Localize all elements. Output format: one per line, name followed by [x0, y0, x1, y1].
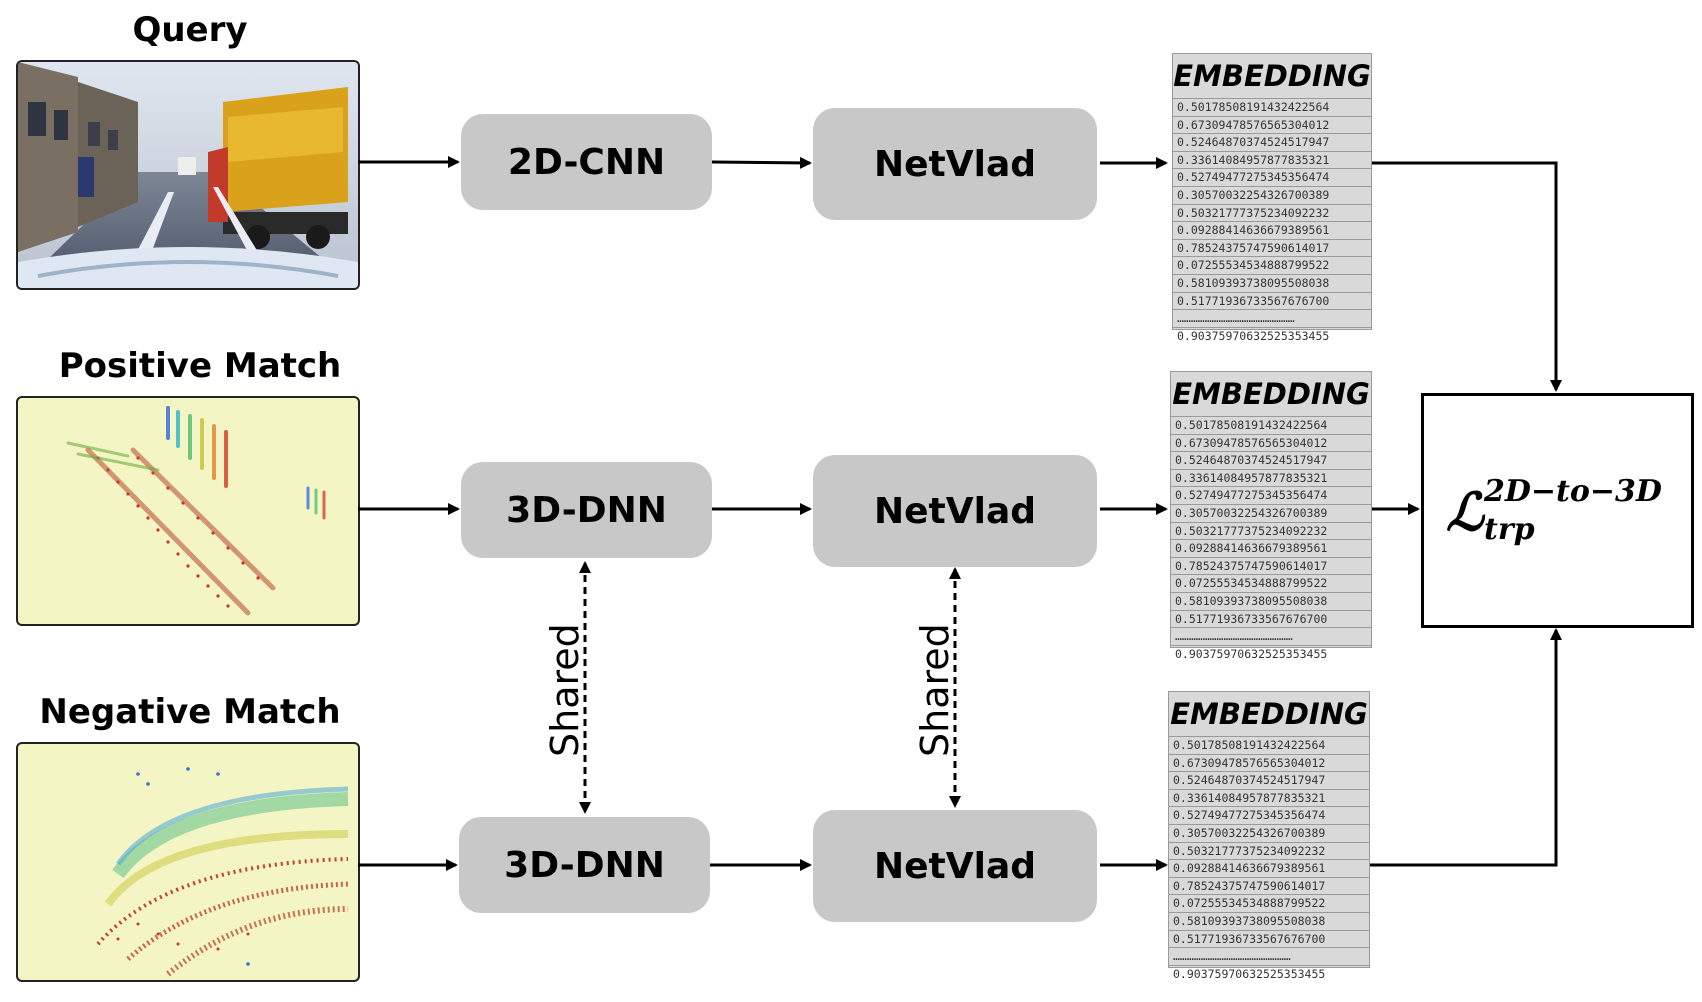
- embedding-value-row: 0.52464870374524517947: [1173, 133, 1371, 151]
- embedding-value-row: 0.33614084957877835321: [1173, 150, 1371, 169]
- embedding-value-row: 0.52749477275345356474: [1169, 806, 1369, 824]
- embedding-value-row: 0.30570032254326700389: [1171, 503, 1371, 522]
- negative-match-label: Negative Match: [39, 692, 341, 732]
- shared-label-3d-dnn: Shared: [543, 623, 587, 757]
- embedding-value-row: 0.07255534534888799522: [1169, 894, 1369, 912]
- query-image: [16, 60, 360, 290]
- embedding-title: EMBEDDING: [1172, 377, 1370, 411]
- query-label: Query: [132, 10, 248, 50]
- embedding-value-row: 0.52464870374524517947: [1169, 771, 1369, 789]
- embedding-value-row: ……………………………………………: [1169, 947, 1369, 965]
- embedding-value-row: 0.09288414636679389561: [1171, 539, 1371, 557]
- embedding-value-row: 0.09288414636679389561: [1169, 859, 1369, 877]
- embedding-value-row: ……………………………………………: [1173, 309, 1371, 327]
- embedding-value-row: 0.52749477275345356474: [1171, 486, 1371, 504]
- embedding-value-row: 0.58109393738095508038: [1171, 591, 1371, 610]
- loss-superscript: 2D−to−3D: [1484, 474, 1662, 509]
- embedding-value-row: 0.78524375747590614017: [1169, 876, 1369, 895]
- embedding-value-row: 0.33614084957877835321: [1169, 788, 1369, 807]
- embedding-value-row: 0.30570032254326700389: [1169, 823, 1369, 842]
- embedding-value-row: 0.33614084957877835321: [1171, 468, 1371, 487]
- positive-pointcloud-image: [16, 396, 360, 626]
- cnn2d-block: 2D-CNN: [461, 114, 712, 210]
- embedding-value-row: 0.50178508191432422564: [1169, 736, 1369, 754]
- embedding-value-row: 0.90375970632525353455: [1171, 644, 1371, 663]
- embedding-value-row: 0.58109393738095508038: [1169, 911, 1369, 930]
- embedding-value-row: 0.52749477275345356474: [1173, 168, 1371, 186]
- embedding-value-row: 0.50321777375234092232: [1173, 203, 1371, 222]
- embedding-value-row: 0.67309478576565304012: [1169, 753, 1369, 772]
- embedding-value-row: 0.51771936733567676700: [1171, 609, 1371, 628]
- triplet-loss-box: ℒ 2D−to−3D trp: [1421, 393, 1694, 628]
- embedding-value-row: ……………………………………………: [1171, 627, 1371, 645]
- loss-symbol: ℒ: [1446, 482, 1484, 543]
- embedding-value-row: 0.90375970632525353455: [1173, 326, 1371, 345]
- embedding-value-row: 0.50178508191432422564: [1173, 98, 1371, 116]
- positive-match-label: Positive Match: [58, 346, 342, 386]
- embedding-value-row: 0.67309478576565304012: [1173, 115, 1371, 134]
- embedding-value-row: 0.09288414636679389561: [1173, 221, 1371, 239]
- embedding-value-row: 0.67309478576565304012: [1171, 433, 1371, 452]
- embedding-value-row: 0.07255534534888799522: [1171, 574, 1371, 592]
- netvlad-negative-block: NetVlad: [813, 810, 1097, 922]
- netvlad-query-block: NetVlad: [813, 108, 1097, 220]
- embedding-value-row: 0.30570032254326700389: [1173, 185, 1371, 204]
- dnn3d-positive-block: 3D-DNN: [461, 462, 712, 558]
- embedding-value-row: 0.50321777375234092232: [1171, 521, 1371, 540]
- embedding-value-row: 0.50178508191432422564: [1171, 416, 1371, 434]
- shared-label-netvlad: Shared: [913, 623, 957, 757]
- embedding-title: EMBEDDING: [1170, 697, 1368, 731]
- triplet-loss-formula: ℒ 2D−to−3D trp: [1446, 474, 1686, 556]
- embedding-value-row: 0.78524375747590614017: [1173, 238, 1371, 257]
- netvlad-positive-block: NetVlad: [813, 455, 1097, 567]
- embedding-title: EMBEDDING: [1173, 59, 1371, 93]
- negative-pointcloud-image: [16, 742, 360, 982]
- embedding-value-row: 0.51771936733567676700: [1169, 929, 1369, 948]
- embedding-value-row: 0.50321777375234092232: [1169, 841, 1369, 860]
- embedding-value-row: 0.78524375747590614017: [1171, 556, 1371, 575]
- dnn3d-negative-block: 3D-DNN: [459, 817, 710, 913]
- embedding-value-row: 0.90375970632525353455: [1169, 964, 1369, 983]
- loss-subscript: trp: [1484, 512, 1535, 547]
- embedding-value-row: 0.58109393738095508038: [1173, 273, 1371, 292]
- embedding-value-row: 0.52464870374524517947: [1171, 451, 1371, 469]
- embedding-value-row: 0.51771936733567676700: [1173, 291, 1371, 310]
- embedding-value-row: 0.07255534534888799522: [1173, 256, 1371, 274]
